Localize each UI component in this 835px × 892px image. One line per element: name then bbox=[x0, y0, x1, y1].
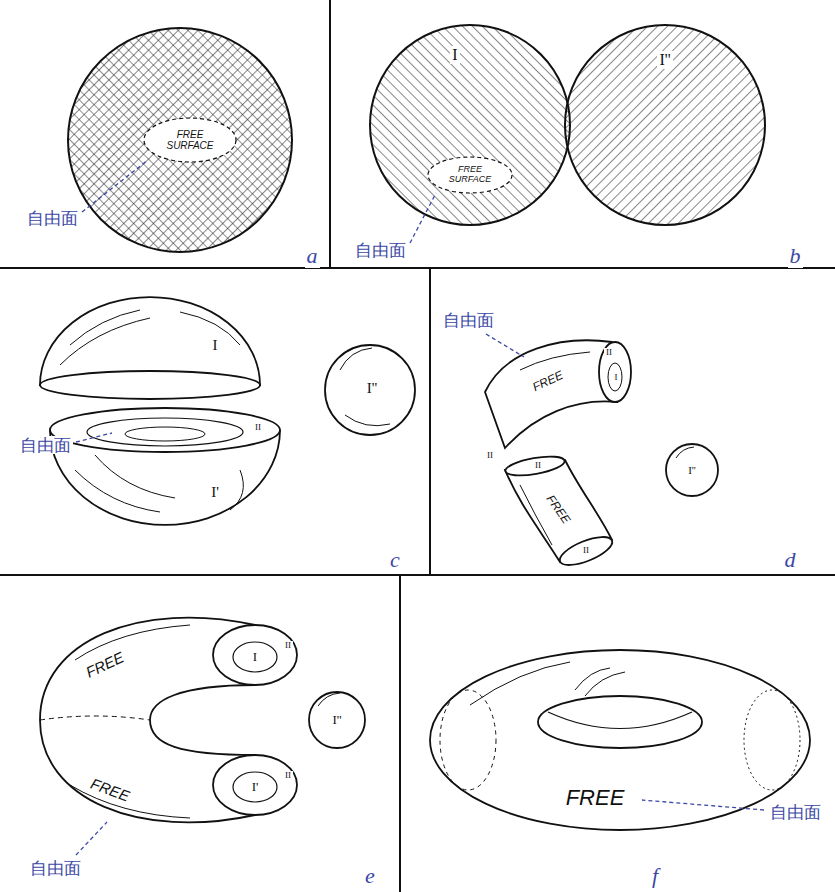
surface-label: FREE bbox=[564, 786, 627, 810]
leader-line bbox=[76, 822, 107, 855]
leader-line bbox=[82, 160, 148, 212]
part-label: I' bbox=[250, 780, 261, 794]
inner-sphere bbox=[309, 692, 365, 748]
part-label: II bbox=[581, 546, 591, 556]
part-label: I bbox=[251, 650, 259, 664]
sphere-pair bbox=[370, 25, 765, 225]
panel-letter: a bbox=[305, 244, 320, 268]
panel-letter: d bbox=[783, 548, 798, 572]
annotation: 自由面 bbox=[353, 241, 408, 260]
part-label: II bbox=[283, 771, 293, 781]
surface-label: FREE bbox=[86, 775, 133, 806]
part-label: I bbox=[613, 373, 620, 383]
part-label: I bbox=[450, 46, 459, 64]
part-label: I' bbox=[209, 484, 221, 501]
split-hemispheres bbox=[40, 297, 280, 525]
open-torus bbox=[40, 618, 297, 823]
leader-line bbox=[486, 334, 524, 357]
part-label: II bbox=[533, 461, 543, 471]
leader-line bbox=[76, 433, 112, 442]
panel-letter: f bbox=[650, 864, 660, 888]
annotation: 自由面 bbox=[25, 209, 80, 228]
annotation: 自由面 bbox=[768, 803, 823, 822]
part-label: I bbox=[211, 337, 220, 354]
part-label: II bbox=[485, 451, 495, 461]
surface-label: FREE bbox=[529, 368, 567, 395]
inner-sphere bbox=[666, 444, 718, 496]
leader-line bbox=[410, 193, 436, 243]
surface-label: FREE SURFACE bbox=[164, 129, 216, 151]
part-label: I'' bbox=[686, 464, 698, 476]
inner-sphere bbox=[325, 345, 415, 435]
surface-label: FREE bbox=[82, 648, 129, 682]
part-label: II bbox=[253, 423, 263, 433]
shell-fragments bbox=[485, 340, 631, 570]
annotation: 自由面 bbox=[441, 311, 496, 330]
panel-letter: c bbox=[388, 548, 402, 572]
part-label: I'' bbox=[365, 380, 379, 397]
part-label: I'' bbox=[330, 713, 343, 727]
part-label: II bbox=[604, 348, 614, 358]
panel-letter: e bbox=[363, 864, 377, 888]
surface-label: FREE SURFACE bbox=[442, 165, 498, 185]
leader-line bbox=[642, 800, 764, 810]
closed-torus bbox=[430, 650, 810, 830]
panel-letter: b bbox=[788, 244, 803, 268]
part-label: I'' bbox=[657, 51, 672, 69]
surface-label: FREE bbox=[542, 491, 573, 528]
solid-sphere bbox=[68, 28, 292, 252]
part-label: II bbox=[283, 641, 293, 651]
annotation: 自由面 bbox=[18, 436, 73, 455]
annotation: 自由面 bbox=[28, 859, 83, 878]
